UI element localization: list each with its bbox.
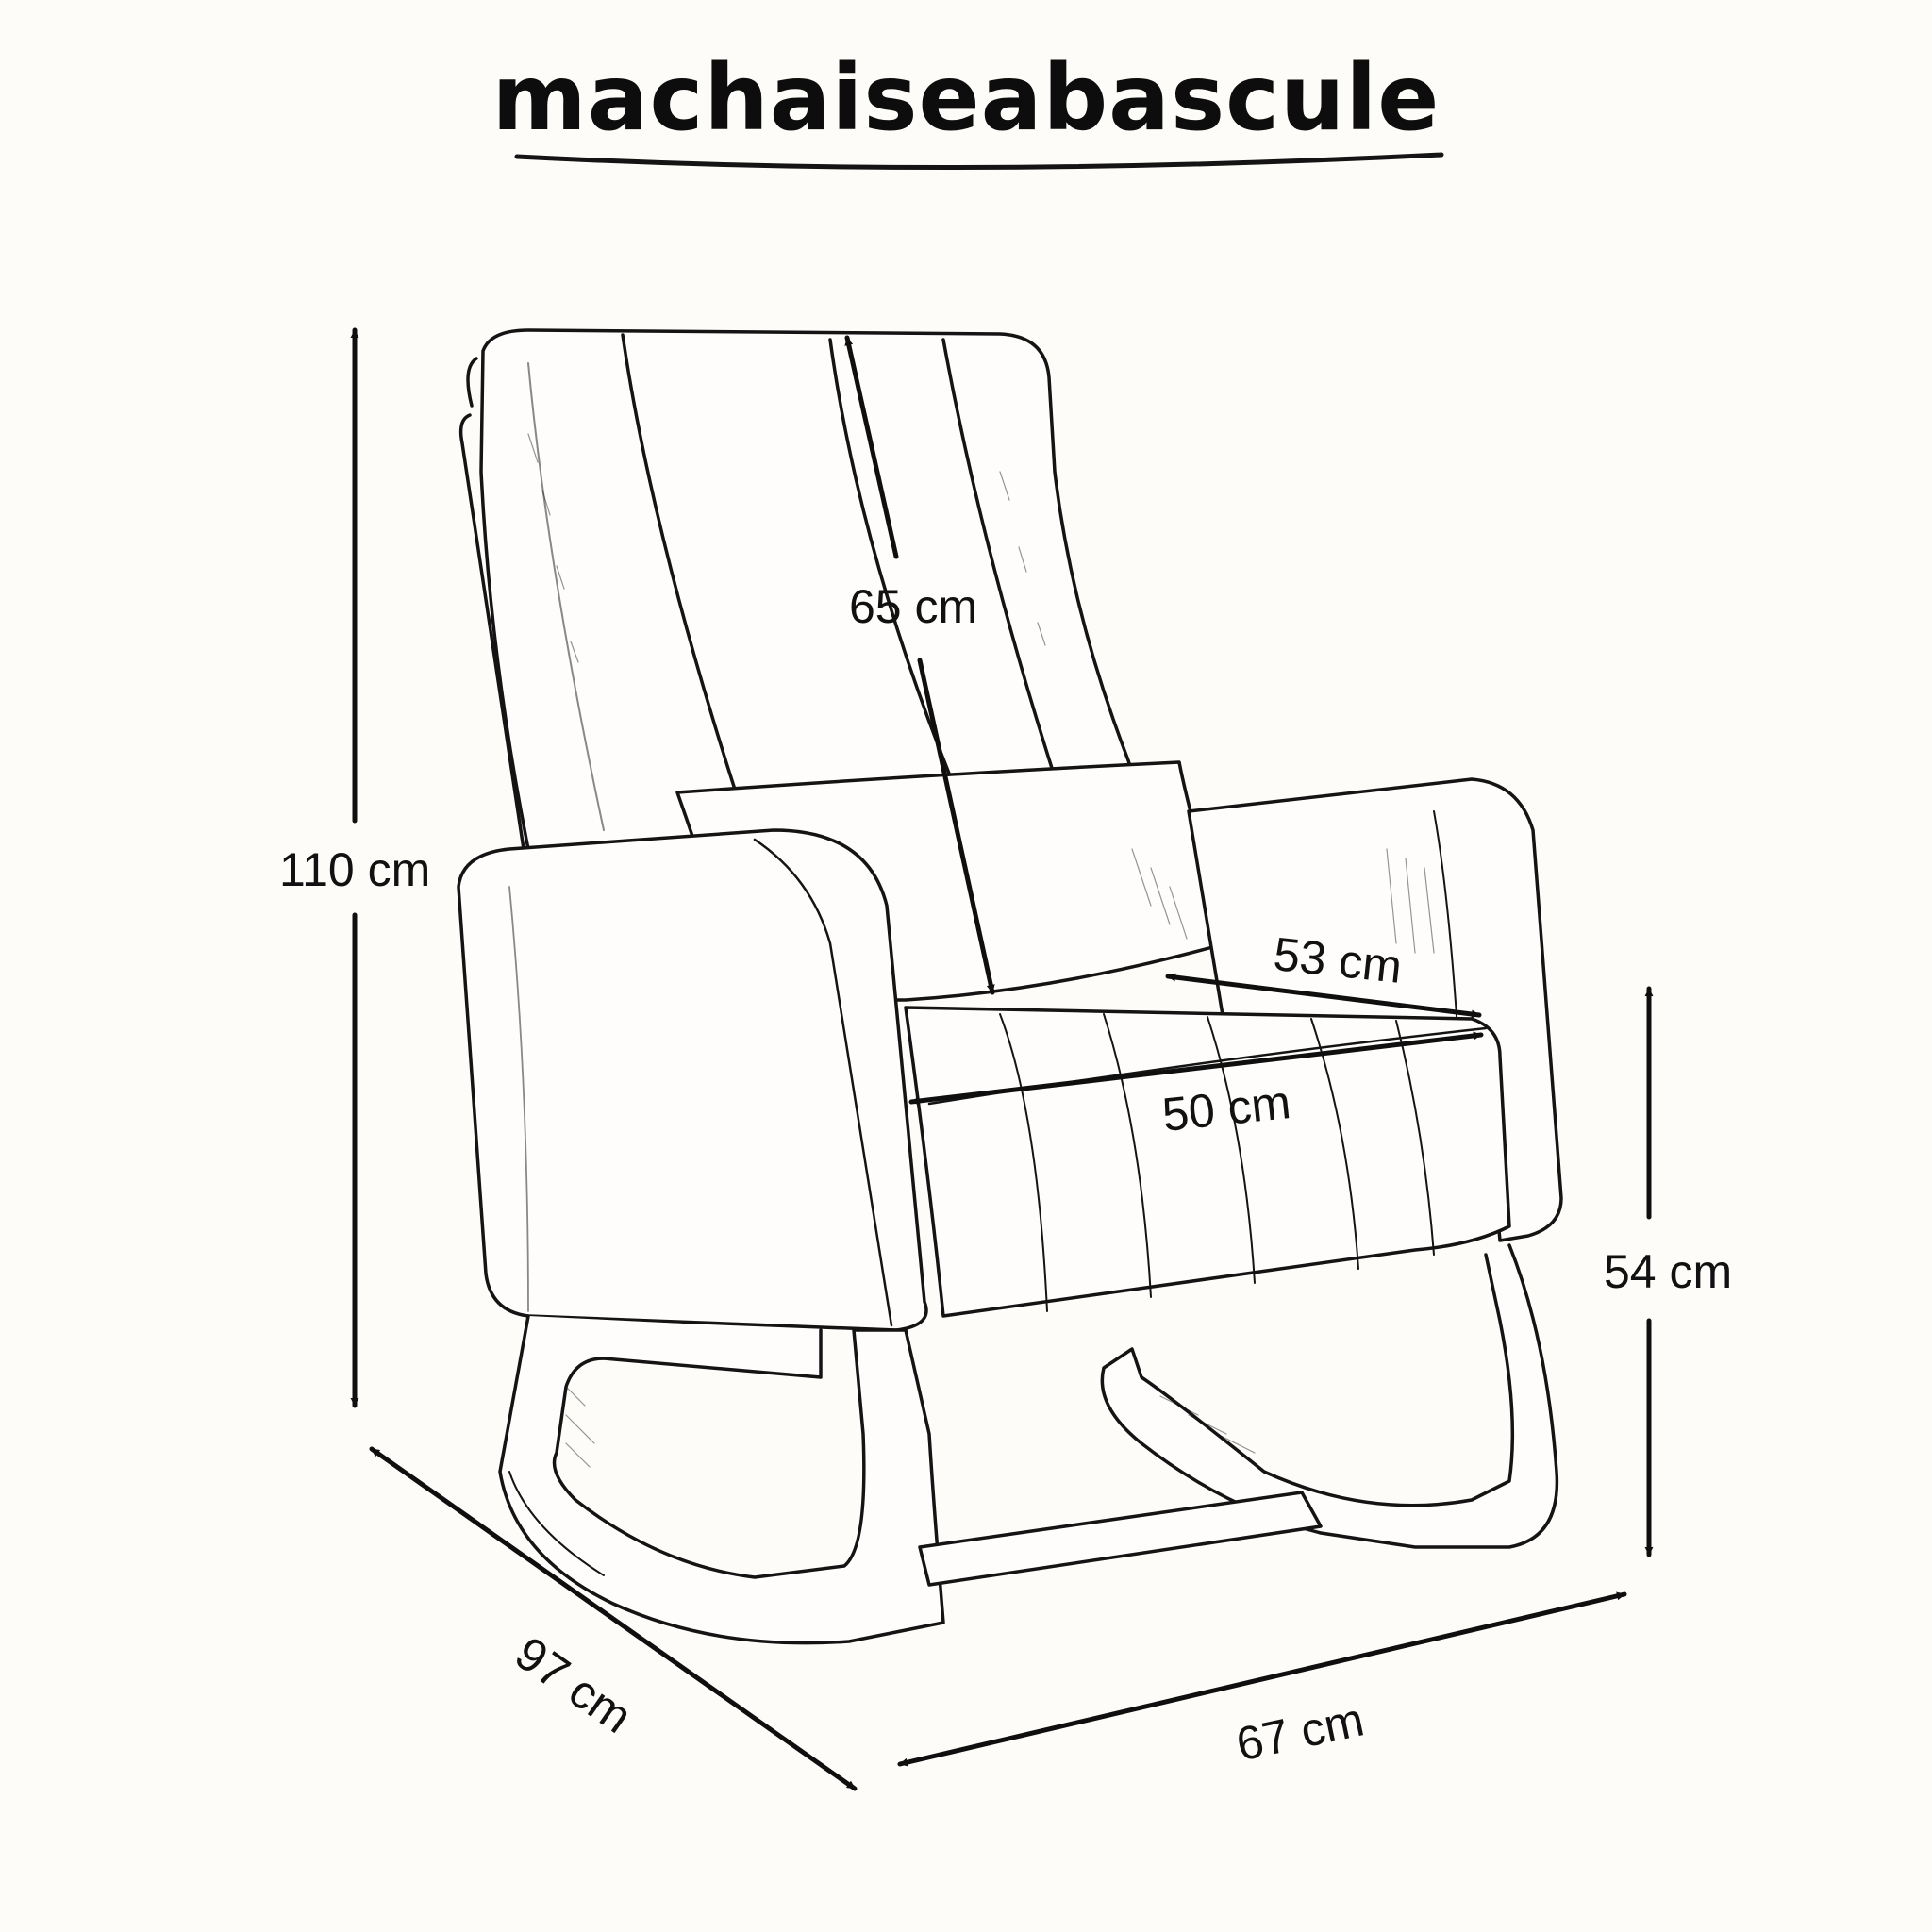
dimension-arrow-total-width bbox=[897, 1591, 1627, 1767]
dimension-arrow-back-height bbox=[844, 335, 899, 559]
rocker-stretcher bbox=[918, 1491, 1323, 1587]
title-underline bbox=[514, 152, 1444, 171]
left-rocker bbox=[498, 1314, 945, 1645]
dimension-arrow-total-depth bbox=[369, 1446, 858, 1791]
chair-left-arm bbox=[457, 828, 928, 1332]
dimension-label-seat-height: 54 cm bbox=[1604, 1245, 1733, 1298]
chair-backrest bbox=[458, 328, 1143, 851]
dimension-label-back-height: 65 cm bbox=[849, 580, 978, 633]
dimension-arrow-seat-depth bbox=[1165, 973, 1482, 1019]
dimension-lines bbox=[350, 327, 1654, 1791]
dimension-label-total-height: 110 cm bbox=[279, 843, 431, 896]
chair-seat bbox=[904, 1006, 1511, 1318]
page-title: machaiseabascule bbox=[491, 45, 1441, 151]
dimension-arrow-seat-width bbox=[908, 1031, 1484, 1106]
right-rocker bbox=[1100, 1243, 1559, 1549]
dimension-arrow-back-height bbox=[917, 658, 995, 995]
